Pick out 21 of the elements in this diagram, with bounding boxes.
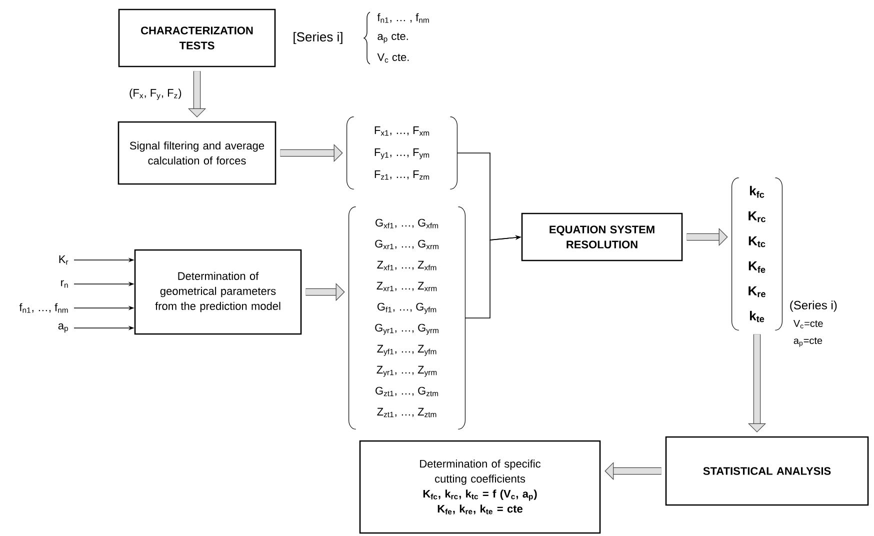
edge-label: (F$_{x}$, F$_{y}$, F$_{z}$)	[128, 88, 183, 101]
side-note: (Series i)	[790, 300, 837, 312]
process-box: Determination of specific cutting coefficients K$_{fc}$, k$_{rc}$, k$_{tc}$ = f (V$_{c}$, a$_{p}$) K$_{fe}$, k$_{re}$, k$_{te}$ = cte	[359, 440, 601, 534]
process-box: Determination of geometrical parameters from the prediction model	[134, 249, 302, 335]
coefficient-vector: k$_{fc}$ K$_{rc}$ K$_{tc}$ K$_{fe}$ K$_{re}$ k$_{te}$	[732, 178, 782, 330]
input-label: r$_{n}$	[61, 280, 68, 288]
parameter-label: a$_{p}$ cte.	[378, 32, 408, 44]
force-matrix: F$_{x1}$, …, F$_{xm}$ F$_{y1}$, …, F$_{ym}$ F$_{z1}$, …, F$_{zm}$	[346, 116, 458, 190]
input-label: a$_{p}$	[58, 323, 68, 333]
process-box: Signal filtering and average calculation of forces	[118, 121, 276, 185]
parameter-label: V$_{c}$ cte.	[377, 53, 409, 63]
side-note: a$_{p}$=cte	[794, 338, 822, 347]
input-label: K$_{r}$	[59, 255, 68, 265]
input-label: f$_{n1}$, …, f$_{nm}$	[19, 303, 68, 313]
process-box: STATISTICAL ANALYSIS	[665, 436, 869, 506]
process-box: CHARACTERIZATION TESTS	[118, 8, 276, 68]
parameter-label: f$_{n1}$, … , f$_{nm}$	[377, 13, 429, 23]
side-note: V$_{c}$=cte	[793, 320, 823, 328]
series-label: [Series i]	[294, 32, 342, 44]
parameter-matrix: G$_{xf1}$, …, G$_{xfm}$ G$_{xr1}$, …, G$_{xrm}$ Z$_{xf1}$, …, Z$_{xfm}$ Z$_{xr1}$, …, Z$_{xrm}$ G$_{f1}$, …, G$_{yfm}$ G$_{yr1}$, …, G$_{yrm}$ Z$_{yf1}$, …, Z$_{yfm}$ Z$_{yr1}$, …, Z$_{yrm}$ G$_{zt1}$, …, G$_{ztm}$ Z$_{zt1}$, …, Z$_{ztm}$	[348, 206, 466, 430]
process-box: EQUATION SYSTEM RESOLUTION	[521, 212, 683, 262]
